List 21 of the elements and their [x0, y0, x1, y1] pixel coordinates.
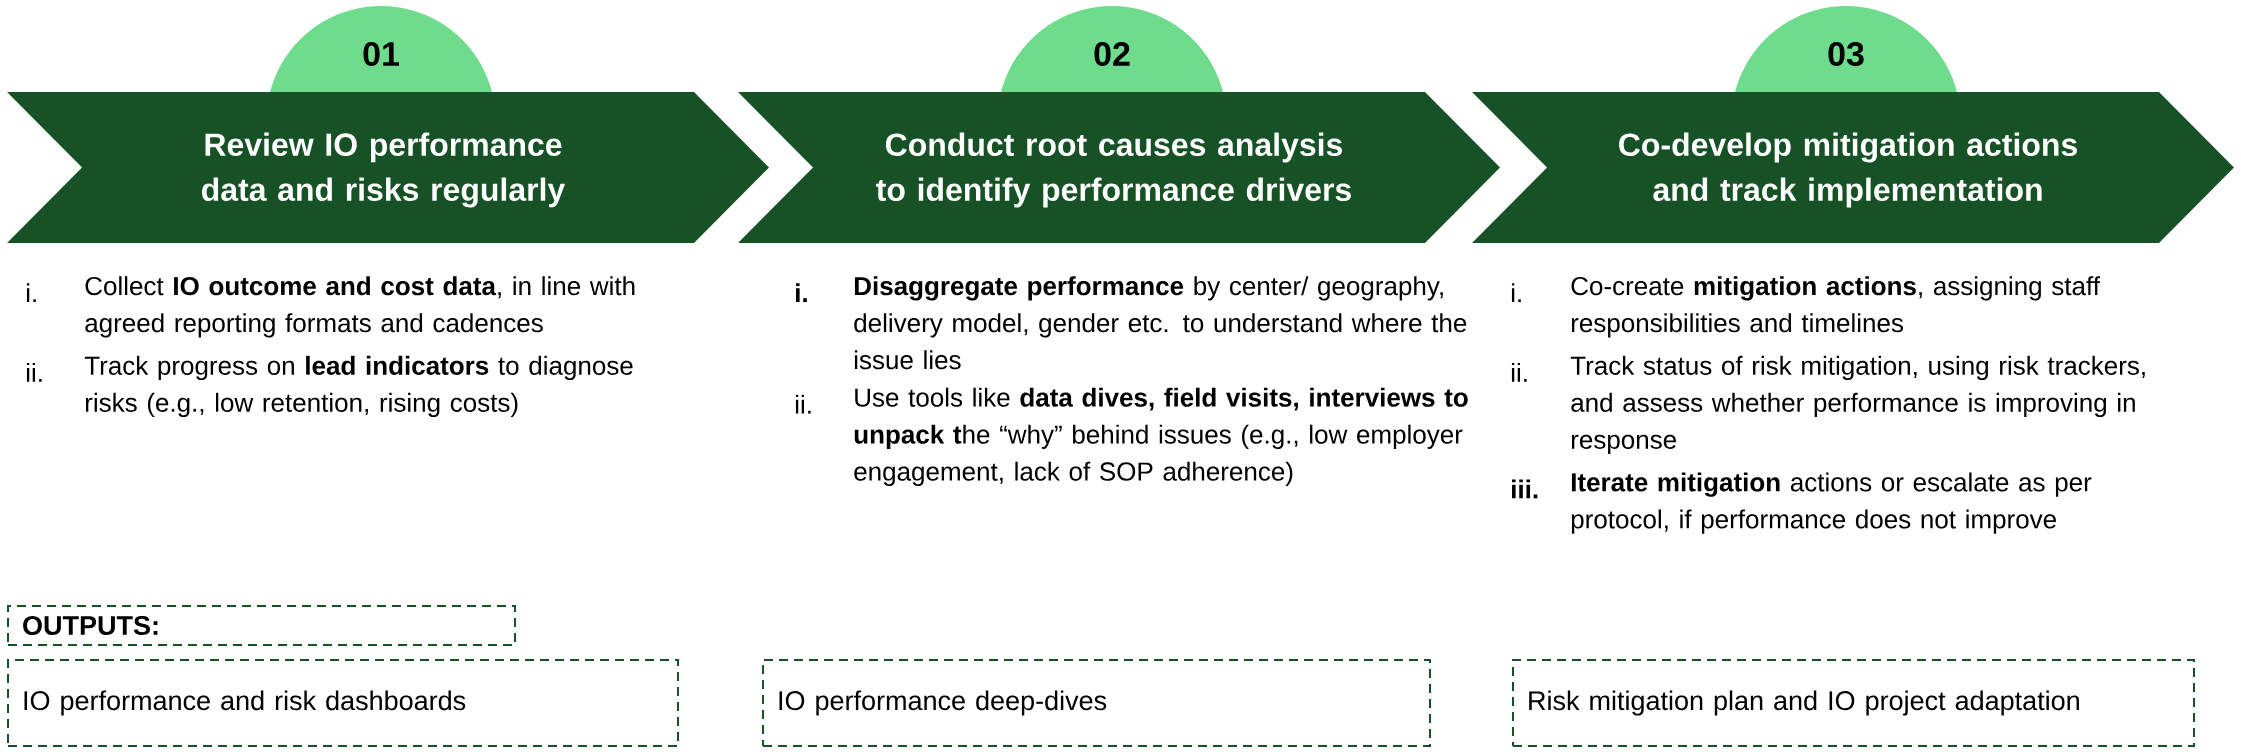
list-number: i.: [26, 283, 36, 303]
number-badge: 01: [270, 6, 492, 92]
number-badge: 03: [1735, 6, 1957, 92]
list-item: Use tools like data dives, field visits, interviews to unpack the “why” behind issues (e.g., low employer engagement, lack of SOP adherence): [854, 387, 1468, 486]
list-number: ii.: [1511, 362, 1527, 382]
list-number: ii.: [26, 362, 42, 382]
list-number: i.: [1511, 283, 1521, 303]
list-item: Iterate mitigation actions or escalate as per protocol, if performance does not improve: [1571, 472, 2092, 534]
chevron-banner: Conduct root causes analysis to identify performance drivers: [738, 92, 1500, 243]
output-box: Risk mitigation plan and IO project adaptation: [1512, 659, 2195, 747]
chevron-banner: Review IO performance data and risks regularly: [7, 92, 769, 243]
chevron-banner: Co-develop mitigation actions and track implementation: [1472, 92, 2234, 243]
list-number: i.: [796, 283, 807, 303]
list-number: iii.: [1512, 479, 1538, 499]
output-box: IO performance deep-dives: [762, 659, 1431, 747]
number-badge: 02: [1001, 6, 1223, 92]
list-number: ii.: [795, 394, 811, 414]
output-box: IO performance and risk dashboards: [7, 659, 679, 747]
list-item: Co-create mitigation actions, assigning staff responsibilities and timelines: [1571, 276, 2100, 338]
list-item: Track progress on lead indicators to diagnose risks (e.g., low retention, rising costs): [84, 355, 633, 418]
heading-box: OUTPUTS:: [7, 605, 516, 646]
